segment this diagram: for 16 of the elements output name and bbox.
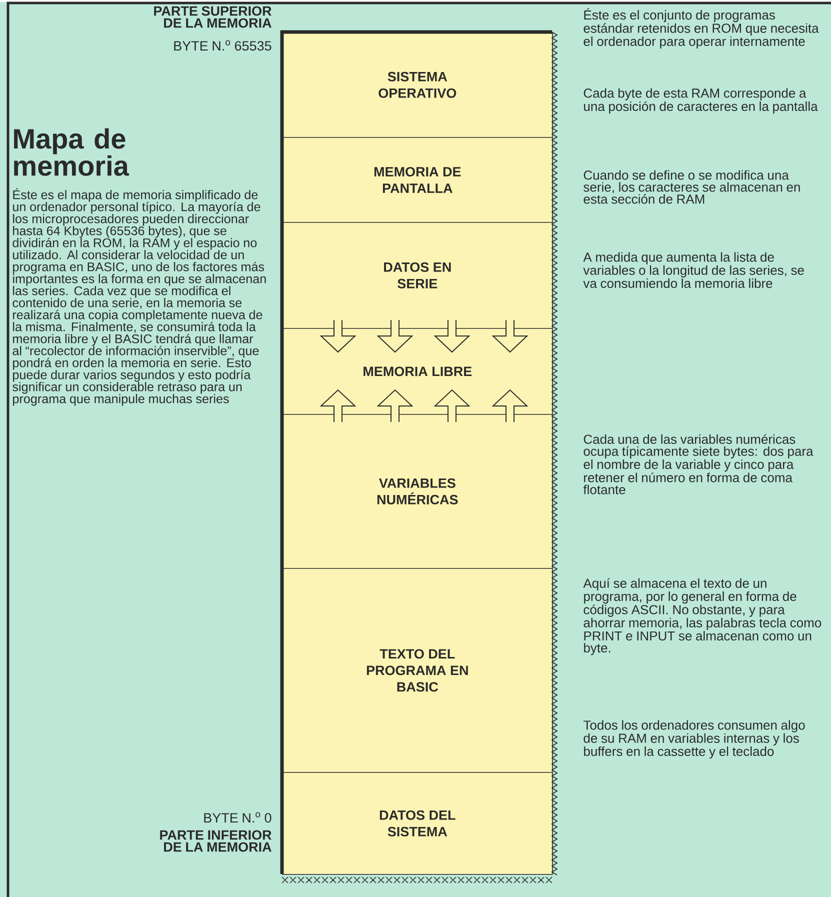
memory-band: DATOS EN SERIE (282, 222, 553, 329)
title: Mapa de memoria (14, 128, 130, 176)
memory-band: DATOS DEL SISTEMA (282, 772, 553, 875)
description-text: Cada una de las variables numéricas ocupa típicamente siete bytes: dos para el nombre de la variable y cinco para retener el número en forma de coma flotante (583, 434, 814, 494)
memory-end-label: PARTE SUPERIOR DE LA MEMORIA (154, 6, 272, 28)
memory-band: TEXTO DEL PROGRAMA EN BASIC (282, 568, 553, 773)
memory-band: SISTEMA OPERATIVO (282, 32, 553, 138)
description-text: A medida que aumenta la lista de variables o la longitud de las series, se va consumiendo la memoria libre (583, 252, 804, 288)
body-text: Éste es el mapa de memoria simplificado de un ordenador personal típico. La mayoría de los microprocesadores pueden direccionar hasta 64 Kbytes (65536 bytes), que se dividirán en la ROM, la RAM y el espacio no utilizado. Al considerar la velocidad de un programa en BASIC, uno de los factores más importantes es la forma en que se almacenan las series. Cada vez que se modifica el contenido de una serie, en la memoria se realizará una copia completamente nueva de la misma. Finalmente, se consumirá toda la memoria libre y el BASIC tendrá que llamar al “recolector de información inservible”, que pondrá en orden la memoria en serie. Esto puede durar varios segundos y esto podría significar un considerable retraso para un programa que manipule muchas series (12, 188, 266, 406)
description-text: Todos los ordenadores consumen algo de su RAM en variables internas y los buffers en la cassette y el teclado (584, 720, 805, 759)
description-text: Éste es el conjunto de programas estándar retenidos en ROM que necesita el ordenador para operar internamente (584, 8, 819, 49)
memory-band: MEMORIA DE PANTALLA (282, 137, 553, 223)
description-text: Cuando se define o se modifica una serie, los caracteres se almacenan en esta sección de RAM (584, 170, 800, 204)
memory-band: VARIABLES NUMÉRICAS (282, 414, 553, 569)
description-text: Cada byte de esta RAM corresponde a una posición de caracteres en la pantalla (584, 88, 818, 114)
description-text: Aquí se almacena el texto de un programa, por lo general en forma de códigos ASCII. No obstante, y para ahorrar memoria, las palabras tecla como PRINT e INPUT se almacenan como un byte. (583, 578, 822, 656)
